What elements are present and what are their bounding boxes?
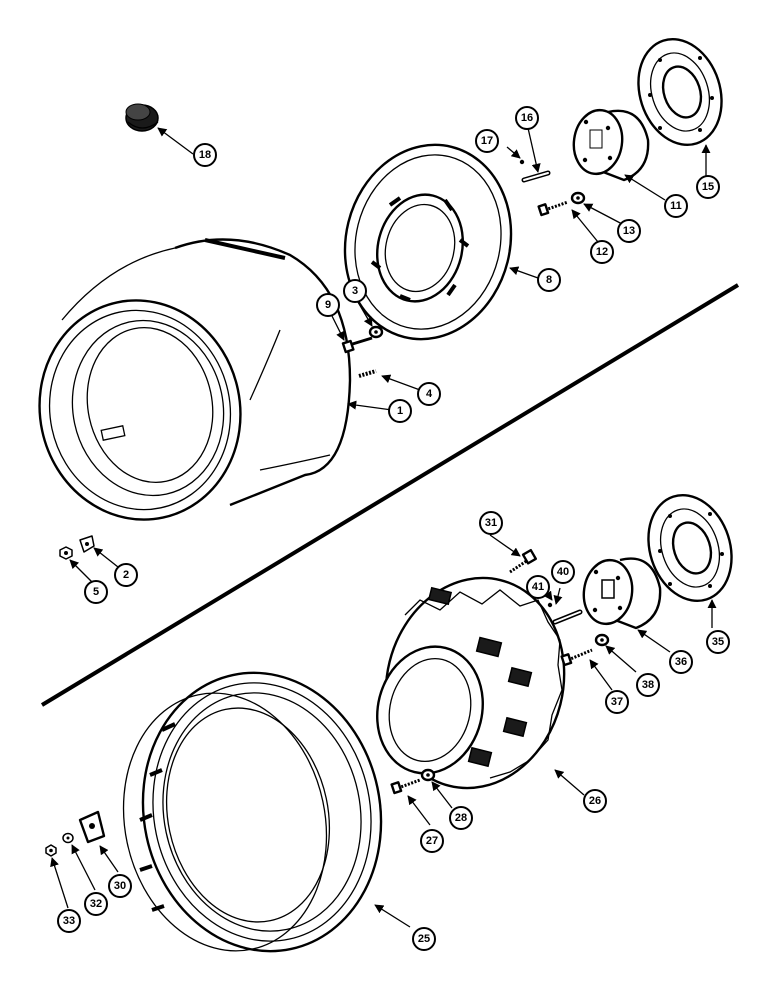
bolt-27-part — [390, 778, 421, 795]
lower-wheel-rim-part — [122, 671, 383, 953]
callout-36: 36 — [669, 650, 693, 674]
callout-3: 3 — [343, 279, 367, 303]
callout-35: 35 — [706, 630, 730, 654]
callout-16-label: 16 — [521, 112, 533, 124]
callout-41: 41 — [526, 575, 550, 599]
rod-16-part — [521, 170, 551, 183]
nut-5-part — [59, 546, 73, 560]
callout-5: 5 — [84, 580, 108, 604]
callout-32: 32 — [84, 892, 108, 916]
section-divider-line — [40, 283, 740, 707]
callout-30-label: 30 — [114, 880, 126, 892]
callout-41-label: 41 — [532, 581, 544, 593]
hub-11-part — [572, 108, 650, 182]
flange-15-part — [637, 37, 723, 147]
callout-27: 27 — [420, 829, 444, 853]
callout-4-label: 4 — [426, 388, 433, 400]
callout-15: 15 — [696, 175, 720, 199]
washer-38-part — [594, 633, 610, 647]
pin-17-part — [519, 159, 525, 165]
clamp-30-part — [78, 810, 106, 844]
hub-36-part — [582, 557, 662, 630]
callout-12: 12 — [590, 240, 614, 264]
flange-35-part — [647, 493, 733, 603]
washer-28-part — [420, 768, 436, 782]
stud-4-part — [358, 369, 377, 378]
callout-28: 28 — [449, 806, 473, 830]
washer-13-part — [570, 191, 586, 205]
callout-33-label: 33 — [63, 915, 75, 927]
callout-32-label: 32 — [90, 898, 102, 910]
washer-32-part — [62, 832, 74, 844]
callout-37: 37 — [605, 690, 629, 714]
bolt-12-part — [537, 200, 569, 217]
callout-1: 1 — [388, 399, 412, 423]
callout-4: 4 — [417, 382, 441, 406]
callout-8: 8 — [537, 268, 561, 292]
leader-lines — [50, 127, 717, 928]
centre-disc-part — [343, 143, 513, 341]
washer-3-part — [368, 325, 384, 339]
bolt-37-part — [560, 648, 593, 667]
callout-11: 11 — [664, 194, 688, 218]
callout-9-label: 9 — [325, 299, 331, 311]
cast-centre-26-part — [376, 576, 566, 790]
callout-37-label: 37 — [611, 696, 623, 708]
callout-15-label: 15 — [702, 181, 714, 193]
callout-31: 31 — [479, 511, 503, 535]
callout-28-label: 28 — [455, 812, 467, 824]
clamp-2-part — [79, 535, 95, 553]
callout-31-label: 31 — [485, 517, 497, 529]
callout-40: 40 — [551, 560, 575, 584]
callout-38: 38 — [636, 673, 660, 697]
upper-wheel-rim-part — [38, 238, 352, 521]
callout-40-label: 40 — [557, 566, 569, 578]
callout-26: 26 — [583, 789, 607, 813]
callout-16: 16 — [515, 106, 539, 130]
callout-11-label: 11 — [670, 200, 682, 212]
callout-27-label: 27 — [426, 835, 438, 847]
callout-25-label: 25 — [418, 933, 430, 945]
pin-41-part — [547, 602, 553, 608]
callout-18: 18 — [193, 143, 217, 167]
callout-3-label: 3 — [352, 285, 358, 297]
callout-13: 13 — [617, 219, 641, 243]
callout-17: 17 — [475, 129, 499, 153]
plug-cap-part — [125, 103, 159, 132]
rod-40-part — [552, 609, 583, 625]
callout-5-label: 5 — [93, 586, 99, 598]
nut-33-part — [45, 844, 57, 857]
callout-18-label: 18 — [199, 149, 211, 161]
callout-2: 2 — [114, 563, 138, 587]
callout-26-label: 26 — [589, 795, 601, 807]
callout-36-label: 36 — [675, 656, 687, 668]
callout-9: 9 — [316, 293, 340, 317]
callout-13-label: 13 — [623, 225, 635, 237]
bolt-31-part — [509, 548, 538, 574]
callout-12-label: 12 — [596, 246, 608, 258]
callout-8-label: 8 — [546, 274, 552, 286]
bolt-9-part — [341, 336, 373, 354]
callout-2-label: 2 — [123, 569, 129, 581]
callout-35-label: 35 — [712, 636, 724, 648]
callout-25: 25 — [412, 927, 436, 951]
callout-38-label: 38 — [642, 679, 654, 691]
callout-33: 33 — [57, 909, 81, 933]
callout-30: 30 — [108, 874, 132, 898]
callout-1-label: 1 — [397, 405, 403, 417]
callout-17-label: 17 — [481, 135, 493, 147]
